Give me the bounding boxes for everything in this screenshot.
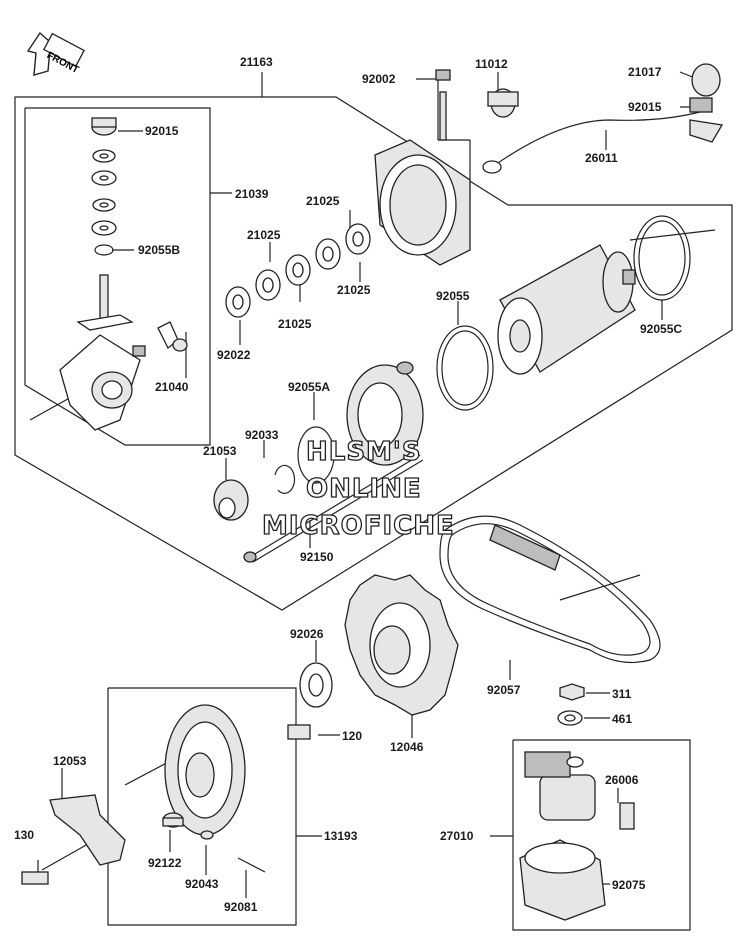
part-label-311: 311 <box>612 687 632 701</box>
part-label-120: 120 <box>342 729 363 743</box>
front-direction-arrow: FRONT <box>26 31 86 79</box>
part-label-92033: 92033 <box>245 428 279 442</box>
part-label-21040: 21040 <box>155 380 189 394</box>
part-label-92150: 92150 <box>300 550 334 564</box>
drive-gear <box>287 574 459 740</box>
part-label-92122: 92122 <box>148 856 182 870</box>
part-label-21163: 21163 <box>240 55 273 69</box>
watermark-line-2: ONLINE <box>305 474 422 504</box>
part-label-92075: 92075 <box>612 878 646 892</box>
part-label-92022: 92022 <box>217 348 251 362</box>
part-label-92081: 92081 <box>224 900 258 914</box>
rear-cover <box>374 69 471 266</box>
part-label-92026: 92026 <box>290 627 324 641</box>
part-label-92043: 92043 <box>185 877 219 891</box>
part-label-92055C: 92055C <box>640 322 683 336</box>
starter-relay <box>519 751 635 921</box>
part-label-92015-left: 92015 <box>145 124 179 138</box>
watermark-line-1: HLSM'S <box>305 437 422 467</box>
part-label-92055B: 92055B <box>138 243 181 257</box>
part-label-26006: 26006 <box>605 773 639 787</box>
motor-body <box>436 215 691 411</box>
front-cover <box>213 361 424 563</box>
bracket <box>21 794 126 885</box>
part-label-21025-d: 21025 <box>278 317 312 331</box>
part-label-21053: 21053 <box>203 444 237 458</box>
part-label-13193: 13193 <box>324 829 358 843</box>
brush-holder-box <box>24 107 232 446</box>
part-label-21025-c: 21025 <box>337 283 371 297</box>
brush-stack <box>59 117 188 431</box>
part-label-92055: 92055 <box>436 289 470 303</box>
part-label-92057: 92057 <box>487 683 521 697</box>
part-label-12053: 12053 <box>53 754 87 768</box>
part-label-130: 130 <box>14 828 35 842</box>
part-label-92002: 92002 <box>362 72 396 86</box>
part-label-21025-a: 21025 <box>306 194 340 208</box>
front-arrow-icon <box>26 31 85 76</box>
watermark-line-3: MICROFICHE <box>261 511 455 541</box>
washers <box>225 223 371 318</box>
part-label-12046: 12046 <box>390 740 424 754</box>
part-label-26011: 26011 <box>585 151 618 165</box>
drive-chain <box>439 515 661 664</box>
starter-clutch <box>162 704 266 873</box>
part-label-11012: 11012 <box>475 57 508 71</box>
part-label-92015-right: 92015 <box>628 100 662 114</box>
part-label-27010: 27010 <box>440 829 474 843</box>
part-label-21025-b: 21025 <box>247 228 281 242</box>
part-label-21039: 21039 <box>235 187 269 201</box>
part-label-461: 461 <box>612 712 633 726</box>
part-label-92055A: 92055A <box>288 380 331 394</box>
part-label-21017: 21017 <box>628 65 662 79</box>
relay-hardware <box>557 683 585 726</box>
cable-and-caps <box>482 63 724 174</box>
relay-box <box>512 739 691 931</box>
